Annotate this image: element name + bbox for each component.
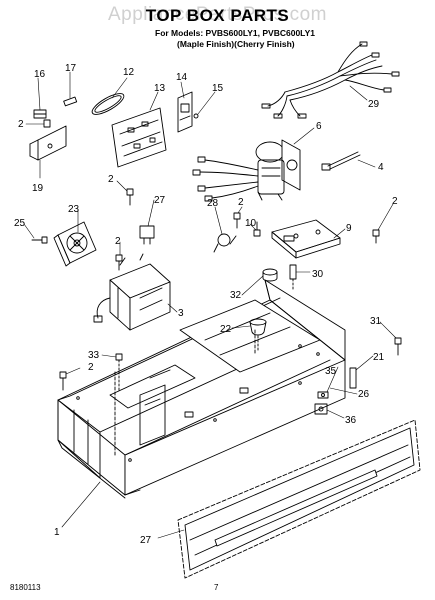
leader-lines	[23, 71, 397, 539]
callout-13: 13	[154, 83, 166, 94]
callout-30: 30	[312, 269, 324, 280]
callout-32: 32	[230, 290, 242, 301]
control-board	[111, 107, 167, 168]
doc-number: 8180113	[10, 583, 41, 592]
callout-6: 6	[316, 121, 322, 132]
mounting-plate	[271, 219, 341, 259]
hinge-35	[317, 391, 329, 399]
callout-2-c: 2	[238, 197, 244, 208]
transformer-assembly	[93, 253, 171, 331]
callout-2-b: 2	[108, 174, 114, 185]
front-trim-panel	[177, 419, 421, 579]
switch-bracket	[177, 91, 199, 133]
bracket-19	[29, 119, 67, 161]
callout-36: 36	[345, 415, 357, 426]
callout-31: 31	[370, 316, 382, 327]
switch-26	[139, 225, 155, 245]
screw-10	[253, 221, 261, 237]
small-block-16	[33, 109, 47, 119]
callout-labels: 16 17 12 13 14 15 2 19 29 6 4 2 27 23 25…	[14, 63, 398, 546]
screw-2-lower	[59, 371, 67, 391]
callout-9: 9	[346, 223, 352, 234]
callout-17: 17	[65, 63, 77, 74]
screw-2-right	[372, 229, 380, 244]
callout-3: 3	[178, 308, 184, 319]
cap-32	[262, 268, 278, 282]
callout-35: 35	[325, 366, 337, 377]
screw-2-mid	[115, 254, 123, 271]
belt-ring	[91, 93, 125, 115]
callout-16: 16	[34, 69, 46, 80]
callout-29: 29	[368, 99, 380, 110]
screw-23	[31, 236, 48, 244]
callout-12: 12	[123, 67, 135, 78]
thermostat	[213, 233, 237, 253]
callout-26: 27	[154, 195, 166, 206]
callout-25: 26	[358, 389, 370, 400]
callout-2-d: 2	[392, 196, 398, 207]
screw-33	[115, 353, 123, 393]
callout-22: 23	[68, 204, 80, 215]
screw-2-top	[126, 188, 134, 206]
model-info: For Models: PVBS600LY1, PVBC600LY1 (Mapl…	[155, 28, 315, 50]
callout-1: 1	[54, 527, 60, 538]
callout-20: 21	[373, 352, 385, 363]
cooling-fan	[53, 221, 97, 267]
callout-23: 25	[14, 218, 26, 229]
bracket-20	[349, 367, 357, 389]
bracket-30	[289, 264, 297, 291]
callout-27: 28	[207, 198, 219, 209]
hinge-36	[314, 403, 328, 415]
screw-2-center	[233, 212, 241, 229]
page-title: TOP BOX PARTS	[145, 6, 290, 25]
screw-31	[394, 337, 402, 356]
callout-14: 14	[176, 72, 188, 83]
fan-motor	[192, 139, 301, 202]
callout-2-e: 2	[115, 236, 121, 247]
pin-17	[63, 96, 78, 107]
wire-harness	[261, 41, 400, 119]
callout-2-a: 2	[18, 119, 24, 130]
top-box-housing	[57, 279, 346, 499]
callout-33: 33	[88, 350, 100, 361]
callout-15: 15	[212, 83, 224, 94]
shaft-part-4	[321, 151, 361, 171]
watermark: AppliancePartsPros.com	[107, 4, 328, 25]
callout-10: 10	[245, 218, 257, 229]
callout-4: 4	[378, 162, 384, 173]
drain-cup-21	[249, 318, 267, 353]
callout-21: 22	[220, 324, 232, 335]
callout-28-label: 27	[140, 535, 152, 546]
callout-2-f: 2	[88, 362, 94, 373]
page-number: 7	[214, 583, 219, 592]
callout-19: 19	[32, 183, 44, 194]
models-line: For Models: PVBS600LY1, PVBC600LY1	[155, 28, 315, 38]
finish-line: (Maple Finish)(Cherry Finish)	[177, 39, 295, 49]
